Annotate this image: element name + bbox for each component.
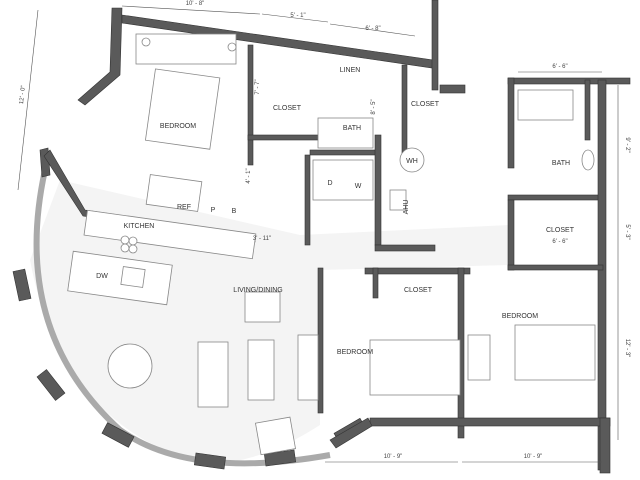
mech-wall	[374, 244, 436, 252]
hall-wall-top	[431, 0, 439, 91]
closet-bottom-wall	[247, 134, 319, 141]
curved-exterior-wall	[33, 169, 331, 467]
dim-bath-depth: 8' - 5"	[371, 99, 377, 114]
label-closet-hall: CLOSET	[411, 101, 440, 108]
dim-right-closet-depth: 5' - 3"	[624, 224, 630, 239]
closet-bottom-wall-right	[507, 264, 604, 271]
right-unit-left-wall	[507, 77, 515, 169]
dim-right-closet-width: 6' - 6"	[552, 239, 567, 245]
dim-right-bedroom-width: 10' - 9"	[524, 454, 543, 460]
bath-bottom-wall	[309, 149, 381, 156]
right-unit-top-wall	[507, 77, 631, 85]
mid-bedroom-top-wall	[364, 267, 471, 275]
label-linen: LINEN	[340, 67, 361, 74]
dim-top-bath: 6' - 8"	[365, 26, 380, 32]
label-bedroom-right: BEDROOM	[502, 313, 538, 320]
dim-top-bedroom: 10' - 8"	[186, 1, 205, 7]
label-closet-main: CLOSET	[273, 105, 302, 112]
right-unit-mid-wall	[584, 79, 591, 141]
dim-bedroom-wall: 4' - 1"	[246, 168, 252, 183]
bottom-right-ledge	[599, 417, 611, 474]
bedroom-left-wall	[77, 7, 123, 106]
label-pantry: P	[211, 207, 216, 214]
label-ahu: AHU	[403, 200, 410, 215]
label-living-dining: LIVING/DINING	[233, 287, 282, 294]
right-closet-left-wall	[507, 199, 515, 271]
mid-closet-left-wall	[372, 267, 379, 299]
label-bedroom-main: BEDROOM	[160, 123, 196, 130]
label-bath-main: BATH	[343, 125, 361, 132]
dimension-lines	[17, 5, 619, 463]
label-bedroom-middle: BEDROOM	[337, 349, 373, 356]
dim-right-bedroom-depth: 12' - 3"	[624, 339, 630, 358]
label-dishwasher: DW	[96, 273, 108, 280]
dim-left-bedroom: 12' - 0"	[19, 85, 27, 104]
dim-middle-bedroom-width: 10' - 9"	[384, 454, 403, 460]
label-water-heater: WH	[406, 158, 418, 165]
label-dryer: D	[327, 180, 332, 187]
label-ref: REF	[177, 204, 191, 211]
dim-hall-width: 3' - 11"	[253, 236, 271, 242]
dim-right-bath-width: 6' - 6"	[552, 64, 567, 70]
label-closet-right: CLOSET	[546, 227, 575, 234]
label-kitchen: KITCHEN	[124, 223, 155, 230]
label-closet-middle: CLOSET	[404, 287, 433, 294]
right-bath-bottom-wall	[507, 194, 604, 201]
mid-bedroom-left-wall	[317, 267, 324, 414]
laundry-right-wall	[374, 134, 382, 246]
bottom-wall	[369, 417, 611, 427]
label-broom: B	[232, 208, 237, 215]
dim-closet-depth: 7' - 7"	[255, 79, 261, 94]
label-bath-right: BATH	[552, 160, 570, 167]
dim-right-bath-depth: 9' - 2"	[624, 137, 630, 152]
laundry-left-wall	[304, 154, 311, 246]
hall-wall-right	[439, 84, 466, 94]
curved-wall-piers	[12, 268, 367, 470]
bottom-wall-corner	[329, 417, 373, 449]
bedroom-right-wall	[247, 44, 254, 166]
label-washer: W	[355, 183, 362, 190]
dim-top-closet: 5' - 1"	[290, 13, 305, 19]
right-exterior-wall	[597, 79, 607, 471]
furniture	[67, 33, 596, 456]
closet-wall	[401, 64, 408, 156]
